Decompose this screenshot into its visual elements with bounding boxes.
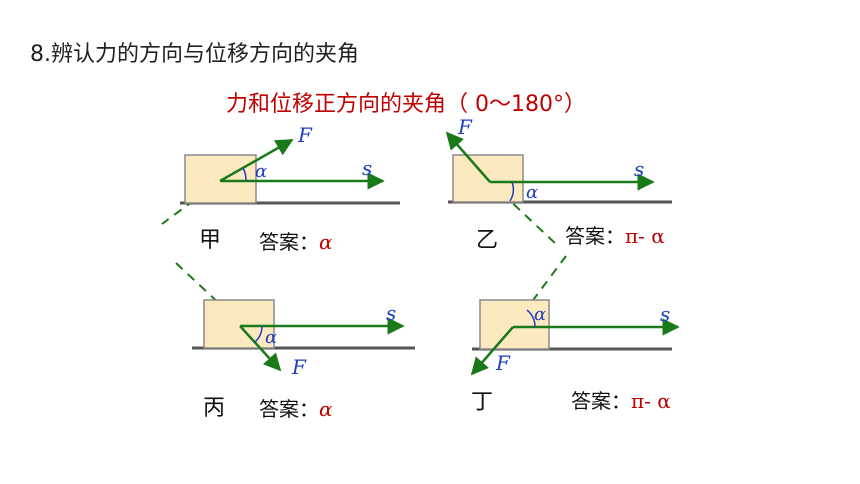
displacement-symbol: s — [634, 157, 644, 181]
force-arrow — [470, 326, 514, 376]
block — [479, 299, 550, 350]
angle-arc — [526, 309, 536, 328]
angle-symbol: α — [534, 304, 546, 325]
answer-bing: 答案：α — [259, 393, 333, 422]
case-label-yi: 乙 — [476, 228, 499, 253]
displacement-symbol: s — [660, 302, 670, 326]
force-symbol: F — [457, 115, 473, 139]
displacement-symbol: s — [362, 156, 372, 180]
angle-symbol: α — [265, 327, 277, 348]
angle-symbol: α — [526, 182, 538, 203]
force-symbol: F — [291, 355, 307, 379]
force-symbol: F — [297, 123, 313, 147]
answer-ding: 答案：π- α — [571, 385, 671, 414]
answer-yi: 答案：π- α — [565, 220, 665, 249]
force-arrow — [239, 325, 282, 372]
panel-jia: F s α — [180, 123, 400, 205]
force-symbol: F — [495, 351, 511, 375]
answer-value: π- α — [625, 224, 665, 248]
angle-arc — [242, 167, 247, 182]
diagram-subtitle: 力和位移正方向的夹角（ 0～180°） — [226, 92, 586, 117]
angle-arc — [254, 325, 263, 343]
panel-ding: F s α — [470, 299, 680, 376]
answer-prefix: 答案： — [259, 230, 319, 254]
force-arrow — [219, 138, 294, 183]
answer-prefix: 答案： — [571, 389, 631, 413]
case-label-ding: 丁 — [471, 390, 494, 415]
answer-prefix: 答案： — [565, 224, 625, 248]
answer-prefix: 答案： — [259, 397, 319, 421]
block — [203, 299, 275, 349]
angle-symbol: α — [255, 161, 267, 182]
force-arrow — [445, 131, 491, 183]
answer-value: α — [319, 230, 333, 254]
panel-yi: F s α — [445, 115, 672, 204]
case-label-bing: 丙 — [203, 396, 226, 421]
answer-value: α — [319, 397, 333, 421]
panel-bing: F s α — [192, 299, 415, 379]
answer-jia: 答案：α — [259, 226, 333, 255]
page-title: 8.辨认力的方向与位移方向的夹角 — [30, 42, 359, 67]
displacement-symbol: s — [386, 301, 396, 325]
answer-value: π- α — [631, 389, 671, 413]
case-label-jia: 甲 — [199, 228, 222, 253]
block — [184, 154, 257, 204]
angle-arc — [509, 181, 515, 202]
